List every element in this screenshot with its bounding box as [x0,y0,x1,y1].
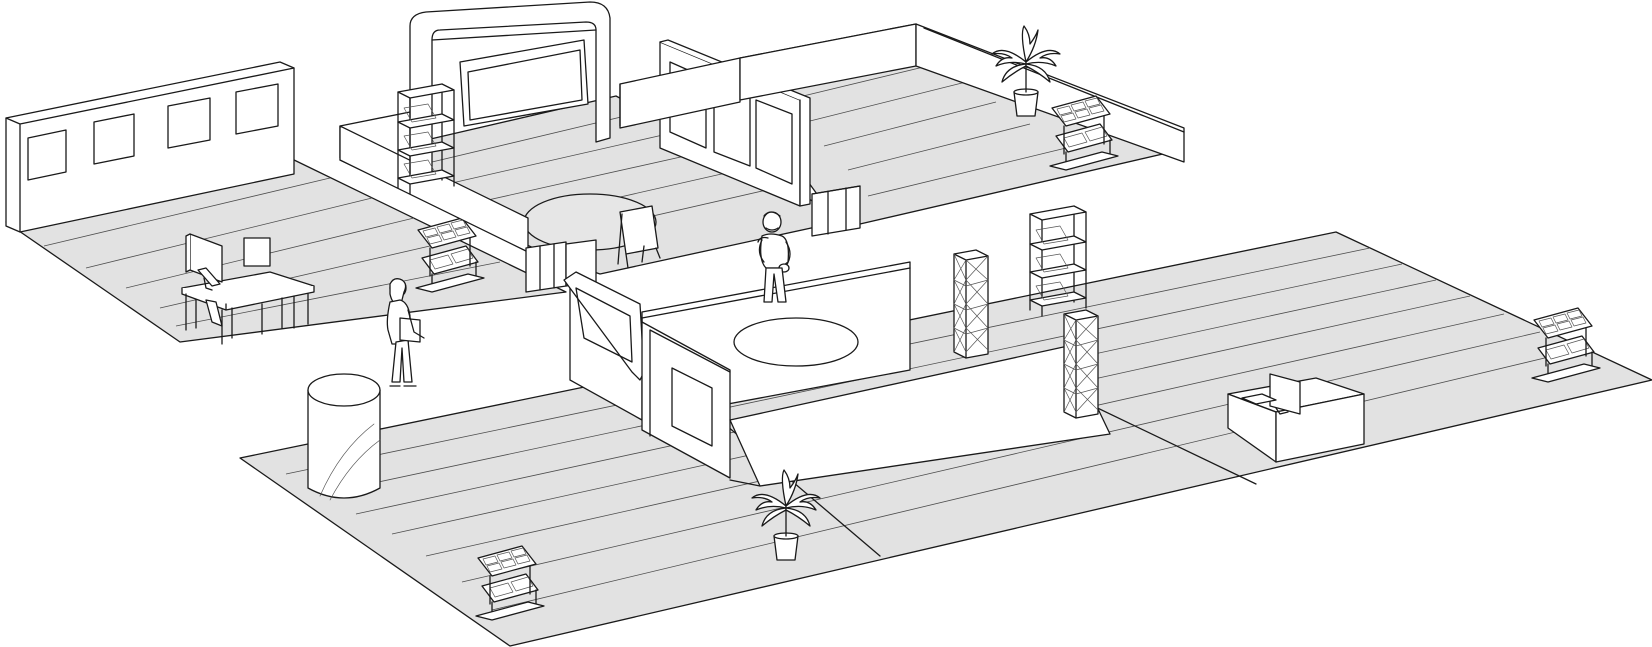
wall-panel [167,97,211,149]
wall-panel [27,129,67,181]
reception-desk-with-monitor [181,233,315,345]
cylindrical-pedestal [307,373,381,501]
info-counter-with-monitor [1227,373,1365,463]
truss-tower [1063,309,1099,419]
a-frame-sign-board [617,205,661,269]
right-back-booth-walls [619,23,1185,237]
wall-panel [93,113,135,165]
brochure-tower-shelf [1029,205,1087,317]
wall-panel [235,83,279,135]
truss-tower [953,249,989,359]
left-booth-back-wall [5,61,295,233]
visitor-figure-standing [386,278,425,387]
center-stage-island-with-oval [563,261,1111,487]
wall-panel [755,99,793,185]
visitor-figure-standing [757,211,791,303]
